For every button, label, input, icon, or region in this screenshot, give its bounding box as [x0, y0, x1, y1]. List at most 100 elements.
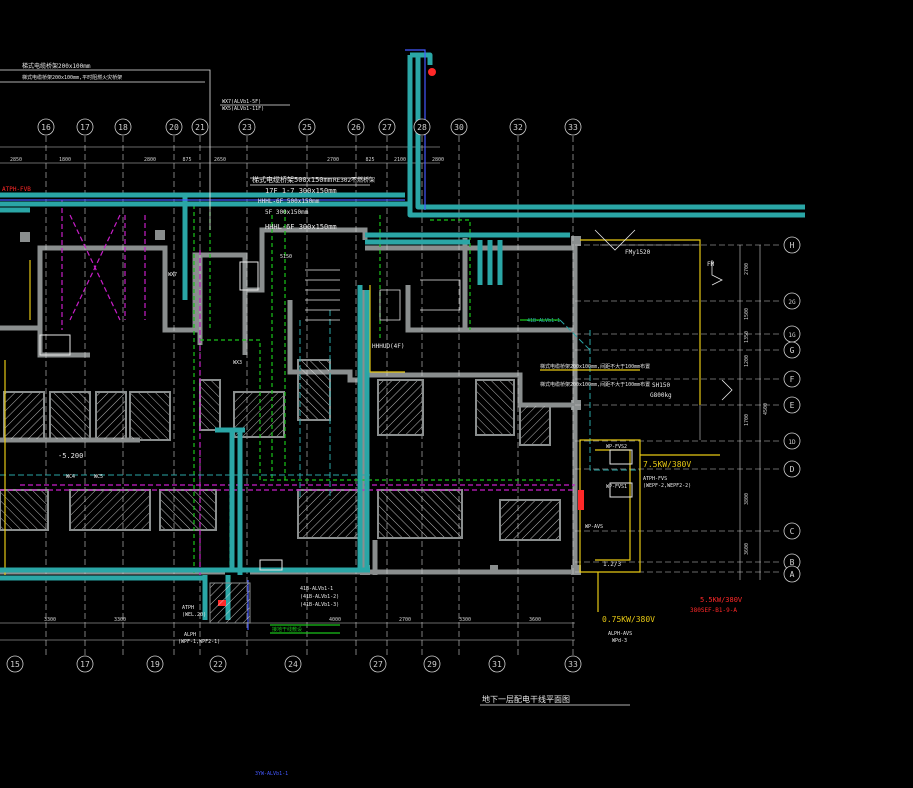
dimension-lines	[0, 146, 761, 641]
note-alph: ALPH	[184, 632, 196, 638]
dim-right: 1200	[744, 355, 750, 367]
grid-label-top: 18	[118, 123, 128, 132]
dim-right: 3600	[744, 543, 750, 555]
grid-bubbles-right	[783, 236, 801, 583]
dim-top: 2650	[214, 157, 226, 163]
note-sh150: SH150	[652, 382, 670, 389]
note-atph: ATPH	[182, 605, 194, 611]
grid-label-top: 21	[195, 123, 205, 132]
grid-label-bottom: 15	[10, 660, 20, 669]
dim-top: 2800	[144, 157, 156, 163]
dim-right: 2700	[744, 263, 750, 275]
magenta-lines	[0, 200, 575, 575]
grid-label-top: 20	[169, 123, 179, 132]
equipment-hatches	[0, 359, 561, 541]
note-g800: G800kg	[650, 392, 672, 399]
dim-right: 1350	[744, 331, 750, 343]
note-41b-alvb1-3: (41B-ALVb1-3)	[300, 602, 339, 608]
note-wp-fvs2: WP-FVS2	[606, 444, 627, 450]
grid-label-top: 23	[242, 123, 252, 132]
note-tray-lower-2: 梯式电缆桥架200x100mm,间距不大于100mm布置	[540, 381, 650, 388]
dim-bottom: 3300	[114, 617, 126, 623]
note-hhhud: HHHUD(4F)	[372, 343, 405, 350]
grid-label-bottom: 33	[568, 660, 578, 669]
grid-label-top: 16	[41, 123, 51, 132]
note-wepf: (WEPF-2,WEPF2-2)	[643, 483, 691, 489]
note-wp-fvs1: WP-FVS1	[606, 484, 627, 490]
grid-label-bottom: 31	[492, 660, 502, 669]
dim-bottom: 4000	[329, 617, 341, 623]
note-elev-5200: -5.200	[58, 452, 83, 460]
riser-markers	[39, 68, 633, 624]
grid-label-right: B	[790, 558, 795, 567]
dim-bottom: 3300	[459, 617, 471, 623]
note-alph-avs: ALPH-AVS	[608, 631, 632, 637]
grid-bubbles-top	[37, 118, 582, 136]
grid-label-top: 26	[351, 123, 361, 132]
note-5150: 5150	[280, 254, 292, 260]
dim-bottom: 3300	[44, 617, 56, 623]
note-5f: 5F 300x150mm	[265, 209, 309, 216]
dim-top: 825	[365, 157, 374, 163]
grid-label-right: 2G	[788, 299, 796, 306]
note-fm1520: FMy1520	[625, 249, 651, 256]
dim-bottom: 3600	[529, 617, 541, 623]
grid-label-right: D	[790, 465, 795, 474]
note-atph-fvb: ATPH-FVB	[2, 186, 31, 193]
dim-top: 2800	[432, 157, 444, 163]
dim-top: 2700	[327, 157, 339, 163]
note-41b-alvb1-1: 41B-ALVb1-1	[300, 586, 333, 592]
note-wx7-b: WX7	[168, 272, 177, 278]
dim-top: 2100	[394, 157, 406, 163]
dim-top: 2850	[10, 157, 22, 163]
grid-label-top: 28	[417, 123, 427, 132]
note-wx5: WX5(ALVb1-11F)	[222, 106, 264, 112]
dim-top: 875	[182, 157, 191, 163]
note-fm: FM	[707, 261, 715, 268]
grid-label-right: E	[790, 401, 795, 410]
grid-label-bottom: 19	[150, 660, 160, 669]
grid-label-top: 17	[80, 123, 90, 132]
note-41b-alvb1-1-b: 41B-ALVb1-1	[527, 318, 560, 324]
grid-label-top: 25	[302, 123, 312, 132]
note-17f: 17F 1-7 300x150mm	[265, 187, 337, 195]
note-wel20: (WEL.20)	[182, 612, 206, 618]
note-ground: 接地干线敷设	[272, 626, 302, 633]
grid-label-bottom: 17	[80, 660, 90, 669]
grid-label-right: F	[790, 375, 795, 384]
note-7-5kw: 7.5KW/380V	[643, 460, 691, 469]
grid-label-right: C	[790, 527, 795, 536]
note-tray-500: 梯式电缆桥架500x150mm	[252, 175, 332, 184]
note-wc4: WC4	[66, 474, 75, 480]
grid-label-bottom: 24	[288, 660, 298, 669]
note-380sef: 380SEF-B1-9-A	[690, 607, 737, 614]
cyan-wiring	[0, 310, 640, 500]
note-tray-200-fire: 梯式电缆桥架200x100mm,平时阻燃火灾桥架	[22, 74, 122, 81]
grid-label-right: 1D	[788, 439, 796, 446]
note-wx7: WX7(ALVb1-5F)	[222, 99, 261, 105]
note-wp-avs: WP-AVS	[585, 524, 603, 530]
note-re302: RE302不燃桥架	[333, 176, 375, 184]
dim-right: 3800	[744, 493, 750, 505]
drawing-title: 地下一层配电干线平面图	[482, 694, 570, 704]
dim-right: 1500	[744, 308, 750, 320]
grid-label-top: 33	[568, 123, 578, 132]
grid-label-top: 30	[454, 123, 464, 132]
grid-bubbles-bottom	[6, 655, 582, 673]
grid-label-right: A	[790, 570, 795, 579]
note-atph-fvs: ATPH-FVS	[643, 476, 667, 482]
bottom-tag: 3YW-ALVb1-1	[255, 771, 288, 777]
note-hhhl-6f-2: HHHL-6F 300x150mm	[265, 223, 337, 231]
dim-right: 4500	[763, 403, 769, 415]
cable-trays	[0, 52, 805, 620]
note-wx3: WX3	[233, 360, 242, 366]
dim-bottom: 2700	[399, 617, 411, 623]
stairs-and-details	[0, 69, 733, 706]
grid-label-right: H	[790, 241, 795, 250]
note-41b-alvb1-2: (41B-ALVb1-2)	[300, 594, 339, 600]
grid-label-bottom: 22	[213, 660, 223, 669]
dim-right: 1700	[744, 414, 750, 426]
grid-label-right: 1G	[788, 332, 796, 339]
yellow-lines	[4, 239, 720, 612]
